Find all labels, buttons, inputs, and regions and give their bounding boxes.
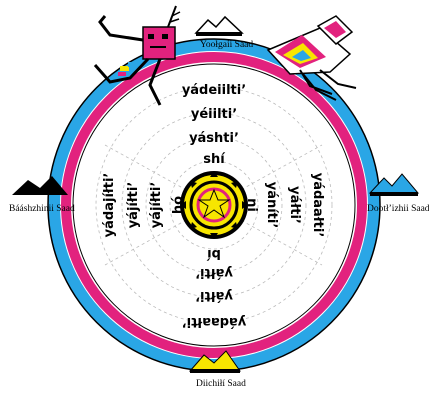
word-north-1: yáshtiʼ <box>189 131 239 146</box>
east-mountain-label: Dootłʼizhii Saad <box>367 204 429 214</box>
word-south-2: yáłtiʼ <box>195 288 233 303</box>
sun-star-icon <box>180 171 248 239</box>
word-west-1: yájíłtiʼ <box>149 182 164 229</box>
word-west-3: yádajíłtiʼ <box>102 173 117 238</box>
word-east-2: yáłtiʼ <box>287 186 302 224</box>
word-south-3: yádaałtiʼ <box>182 314 247 329</box>
word-west-2: yájíłtiʼ <box>126 182 141 229</box>
west-mountain-label: Bááshzhinii Saad <box>9 204 75 214</box>
weaving-figure-icon <box>268 16 356 100</box>
word-east-1: yánítiʼ <box>264 182 279 229</box>
word-north-3: yádeiiltiʼ <box>182 83 246 98</box>
word-east-3: yádaałtiʼ <box>310 173 325 238</box>
word-center-bottom: bí <box>206 246 221 261</box>
north-mountain-label: Yoołgaii Saad <box>200 40 253 50</box>
south-mountain-label: Diichiłí Saad <box>196 379 246 389</box>
word-south-1: yáłtiʼ <box>195 265 233 280</box>
north-mountain-icon <box>196 17 242 36</box>
word-center-left: hó <box>171 196 186 214</box>
word-north-2: yéiiltiʼ <box>191 107 237 122</box>
word-center-top: shí <box>203 152 226 167</box>
word-center-right: ni <box>244 198 259 212</box>
